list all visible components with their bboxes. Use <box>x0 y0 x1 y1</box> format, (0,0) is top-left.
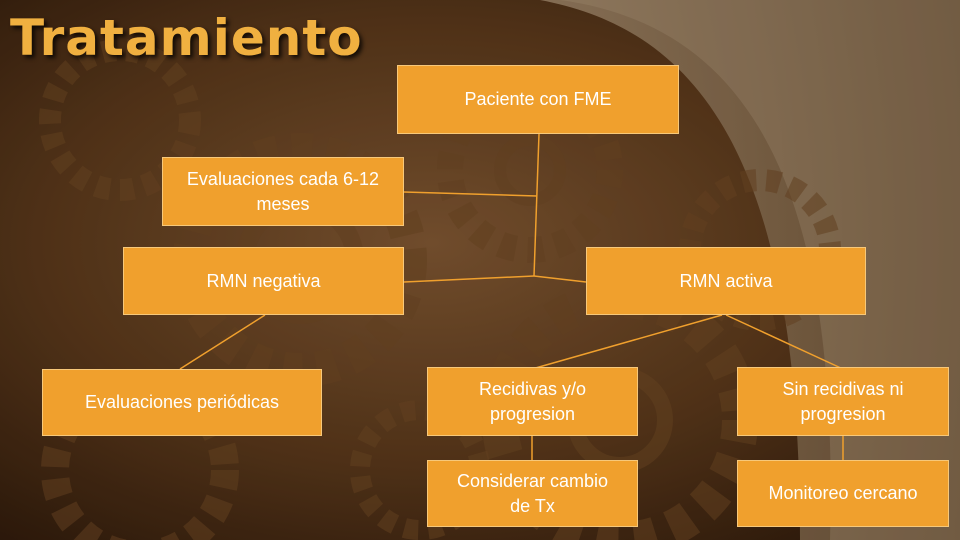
connector-negativa-junction <box>403 275 535 283</box>
slide-title: Tratamiento <box>10 9 363 67</box>
connector-activa-recidivas <box>531 314 723 370</box>
node-recidivas: Recidivas y/o progresion <box>427 367 638 436</box>
node-rmn-activa: RMN activa <box>586 247 866 315</box>
connector-activa-junction <box>533 275 587 283</box>
node-paciente-con-fme: Paciente con FME <box>397 65 679 134</box>
connector-evaluaciones-junction <box>403 191 538 197</box>
node-sin-recidivas: Sin recidivas ni progresion <box>737 367 949 436</box>
node-monitoreo-cercano: Monitoreo cercano <box>737 460 949 527</box>
connector-activa-sin-recidivas <box>725 314 844 370</box>
node-rmn-negativa: RMN negativa <box>123 247 404 315</box>
node-evaluaciones-cada: Evaluaciones cada 6-12 meses <box>162 157 404 226</box>
connector-paciente-junction <box>533 133 540 277</box>
node-evaluaciones-periodicas: Evaluaciones periódicas <box>42 369 322 436</box>
connector-negativa-periodicas <box>179 314 266 370</box>
node-considerar-cambio: Considerar cambio de Tx <box>427 460 638 527</box>
